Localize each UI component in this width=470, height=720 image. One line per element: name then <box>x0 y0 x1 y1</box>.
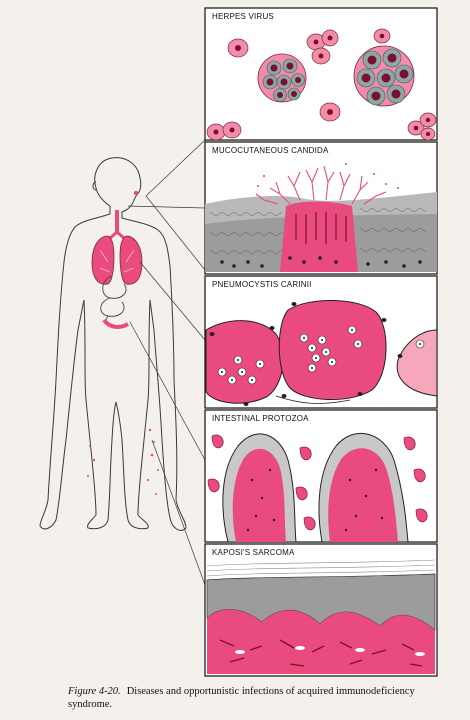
colon-segment <box>102 318 130 329</box>
caption-text: Diseases and opportunistic infections of… <box>68 686 415 710</box>
panel-label-intestinal-protozoa: INTESTINAL PROTOZOA <box>212 414 309 423</box>
lungs-organ <box>91 210 143 285</box>
skin-lesions <box>87 428 159 495</box>
human-body-outline <box>39 157 187 531</box>
figure-caption: Figure 4-20.Diseases and opportunistic i… <box>68 685 458 711</box>
mouth-spot <box>133 190 139 196</box>
panel-label-kaposis-sarcoma: KAPOSI'S SARCOMA <box>212 548 295 557</box>
kaposi-panel-art <box>206 559 436 674</box>
panel-label-mucocutaneous-candida: MUCOCUTANEOUS CANDIDA <box>212 146 329 155</box>
connector-lines <box>127 139 206 586</box>
protozoa-panel-art <box>207 432 428 543</box>
herpes-panel-art <box>206 28 437 141</box>
panel-label-pneumocystis-carinii: PNEUMOCYSTIS CARINII <box>212 280 312 289</box>
panel-label-herpes-virus: HERPES VIRUS <box>212 12 274 21</box>
figure-number: Figure 4-20. <box>68 686 121 697</box>
candida-panel-art <box>205 163 437 272</box>
pneumocystis-panel-art <box>205 300 438 406</box>
